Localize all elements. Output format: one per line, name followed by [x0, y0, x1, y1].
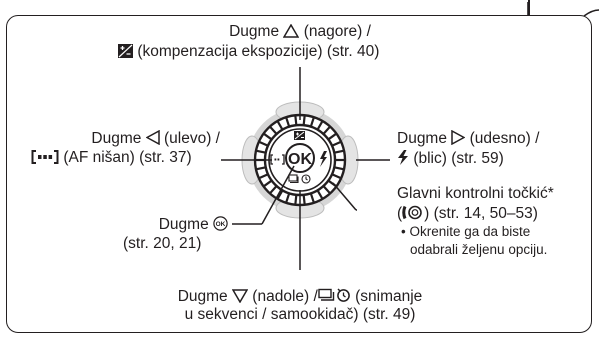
- dial-rib: [285, 192, 291, 204]
- label-dial-title: Glavni kontrolni točkić*: [397, 185, 554, 202]
- dial-rib: [269, 125, 278, 135]
- ok-circle-icon: OK: [213, 216, 228, 231]
- dial-rib: [331, 140, 342, 147]
- label-dial-note1: • Okrenite ga da biste: [401, 224, 531, 239]
- sequential-shooting-icon: [318, 288, 334, 301]
- dial-rib: [269, 185, 278, 195]
- label-down-text2: (snimanje: [355, 288, 423, 305]
- triangle-left-outline-icon: [145, 130, 160, 145]
- control-dial-small-icon: [402, 205, 422, 220]
- label-dial-line1: Glavni kontrolni točkić*: [397, 184, 554, 203]
- dial-rib: [258, 140, 269, 147]
- label-left-dugme: Dugme: [91, 130, 142, 147]
- flash-icon: [398, 150, 408, 165]
- dial-rib: [294, 115, 298, 126]
- dial-rib: [255, 149, 266, 154]
- label-up-line1: Dugme (nagore) /: [215, 22, 385, 41]
- ok-button-label: OK: [288, 151, 312, 168]
- triangle-up-outline-icon: [283, 24, 300, 38]
- label-right-description: (blic) (str. 59): [413, 150, 504, 167]
- label-up-dugme: Dugme: [229, 23, 280, 40]
- dial-rib: [262, 132, 273, 141]
- label-right-dugme: Dugme: [397, 130, 447, 147]
- label-dial-ref: ) (str. 14, 50–53): [424, 205, 538, 222]
- label-left-description: (AF nišan) (str. 37): [63, 149, 192, 166]
- dial-rib: [309, 116, 315, 128]
- label-ok-dugme: Dugme: [158, 216, 209, 233]
- dial-rib: [331, 173, 342, 180]
- dial-flash-icon: [320, 151, 327, 167]
- dial-exposure-icon: [294, 131, 305, 140]
- label-right-line2: (blic) (str. 59): [397, 148, 504, 168]
- svg-text:OK: OK: [216, 221, 226, 228]
- label-dial-paren: (: [397, 205, 403, 222]
- dial-rib: [334, 149, 345, 154]
- label-dial-line2: ( ) (str. 14, 50–53): [397, 203, 538, 223]
- page-tab: [528, 0, 599, 16]
- label-up-line2: (kompenzacija ekspozicije) (str. 40): [118, 42, 379, 61]
- label-dial-note2: odabrali željenu opciju.: [410, 242, 548, 257]
- dial-rib: [316, 189, 324, 200]
- dial-rib: [334, 166, 345, 171]
- label-left-line2: (AF nišan) (str. 37): [31, 148, 192, 167]
- leader-lines: [221, 67, 390, 270]
- dial-rib: [276, 120, 284, 131]
- dial-rib: [316, 120, 324, 131]
- ok-button[interactable]: OK: [285, 143, 315, 173]
- label-down-line2: u sekvenci / samookidač) (str. 49): [184, 306, 416, 323]
- triangle-down-outline-icon: [231, 289, 248, 303]
- dial-rib: [322, 185, 331, 195]
- dial-rib: [285, 116, 291, 128]
- self-timer-icon: [336, 288, 350, 302]
- label-ok-line2: (str. 20, 21): [123, 235, 202, 252]
- dial-rib: [309, 192, 315, 204]
- label-left-text: (ulevo) /: [164, 130, 220, 147]
- dial-rib: [258, 173, 269, 180]
- dial-rib: [262, 179, 273, 188]
- dial-sequential-timer-icon: [288, 174, 311, 184]
- label-down-dugme: Dugme: [177, 288, 228, 305]
- af-target-icon: [31, 150, 59, 164]
- dial-rib: [322, 125, 331, 135]
- dial-rib: [302, 194, 306, 205]
- dial-rib: [255, 166, 266, 171]
- label-right-text: (udesno) /: [469, 130, 540, 147]
- exposure-compensation-icon: [118, 44, 133, 58]
- label-right-line1: Dugme (udesno) /: [397, 128, 539, 148]
- triangle-right-outline-icon: [451, 130, 466, 145]
- dial-rib: [294, 194, 298, 205]
- dial-rib: [302, 115, 306, 126]
- label-ok-line1: Dugme OK: [90, 214, 228, 234]
- dial-rib: [276, 189, 284, 200]
- label-down-text: (nadole) /: [252, 288, 318, 305]
- label-down-line1: Dugme (nadole) / (snimanje: [120, 285, 480, 306]
- label-up-description: (kompenzacija ekspozicije) (str. 40): [137, 43, 380, 60]
- label-left-line1: Dugme (ulevo) /: [18, 128, 220, 148]
- dial-rib: [327, 132, 338, 141]
- label-up-text: (nagore) /: [303, 23, 371, 40]
